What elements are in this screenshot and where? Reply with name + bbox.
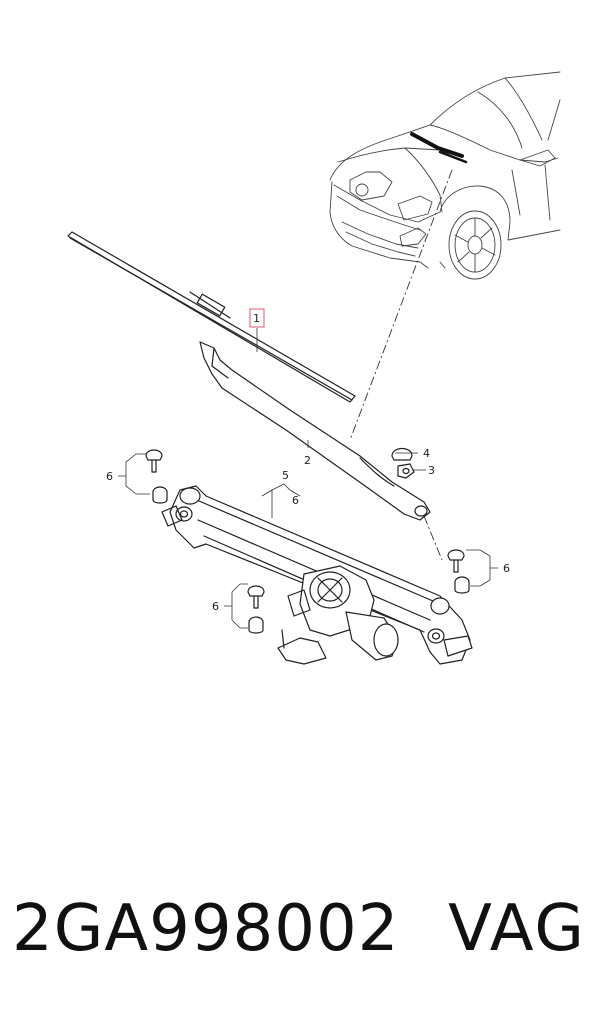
leader-lines	[118, 328, 498, 629]
wiper-exploded-diagram: 1 2 4 3 5 6 6 6 6	[67, 71, 561, 665]
callout-1: 1	[253, 312, 260, 325]
callout-6-right: 6	[503, 562, 510, 575]
cover-cap	[391, 447, 413, 461]
callout-1-highlight	[249, 308, 265, 328]
vehicle-outline	[329, 71, 561, 280]
locator-line	[349, 169, 453, 441]
rubber-mount-left-top	[145, 449, 168, 504]
wiper-arm	[199, 341, 431, 521]
callout-3: 3	[428, 464, 435, 477]
wiper-linkage	[161, 485, 473, 665]
rubber-mount-left-bottom	[247, 585, 265, 634]
callout-4: 4	[423, 447, 430, 460]
locator-line-lower	[423, 515, 443, 561]
hex-nut	[397, 463, 415, 479]
rubber-mount-right	[447, 549, 470, 594]
callout-6-under-5: 6	[292, 494, 299, 507]
part-number: 2GA998002	[12, 892, 400, 966]
callout-6-left-top: 6	[106, 470, 113, 483]
brand-label: VAG	[448, 892, 586, 966]
wiper-blade	[67, 231, 356, 403]
callout-2: 2	[304, 454, 311, 467]
callout-5: 5	[282, 469, 289, 482]
part-footer: 2GA998002 VAG	[0, 892, 600, 972]
callout-6-left-bottom: 6	[212, 600, 219, 613]
